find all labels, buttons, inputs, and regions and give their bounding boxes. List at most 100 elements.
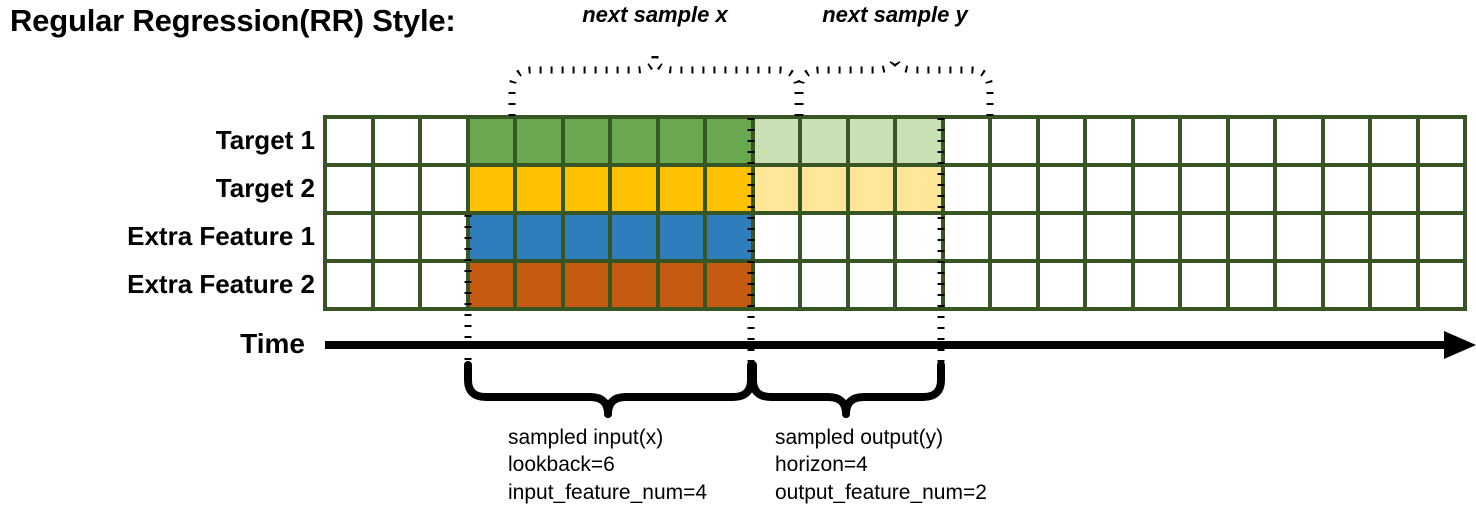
- grid-cell-r4-c3: [422, 263, 466, 307]
- grid-cell-r4-c6: [564, 263, 608, 307]
- row-label-column: Target 1 Target 2 Extra Feature 1 Extra …: [10, 117, 315, 311]
- page-title: Regular Regression(RR) Style:: [10, 3, 456, 38]
- grid-cell-r1-c10: [754, 119, 798, 163]
- grid-cell-r3-c14: [944, 215, 988, 259]
- grid-cell-r4-c19: [1182, 263, 1226, 307]
- next-sample-y-label: next sample y: [822, 2, 968, 27]
- grid-cell-r1-c20: [1229, 119, 1273, 163]
- grid-cell-r3-c3: [422, 215, 466, 259]
- grid-cell-r3-c7: [612, 215, 656, 259]
- row-label-extra-feature-2: Extra Feature 2: [127, 269, 315, 299]
- grid-cell-r3-c12: [849, 215, 893, 259]
- grid-cell-r2-c2: [374, 167, 418, 211]
- grid-cell-r3-c18: [1134, 215, 1178, 259]
- grid-cell-r1-c17: [1087, 119, 1131, 163]
- grid-cell-r3-c6: [564, 215, 608, 259]
- grid-cell-r3-c4: [469, 215, 513, 259]
- grid-cell-r3-c11: [802, 215, 846, 259]
- time-axis-label: Time: [240, 328, 305, 359]
- row-label-extra-feature-1: Extra Feature 1: [127, 221, 315, 251]
- grid-cell-r3-c16: [1039, 215, 1083, 259]
- sampled-input-line-1: sampled input(x): [508, 426, 664, 449]
- grid-cell-r3-c10: [754, 215, 798, 259]
- grid-cell-r2-c18: [1134, 167, 1178, 211]
- grid-cell-r4-c23: [1372, 263, 1416, 307]
- grid-cell-r1-c8: [659, 119, 703, 163]
- grid-cell-r4-c8: [659, 263, 703, 307]
- grid-cell-r2-c10: [754, 167, 798, 211]
- grid-cell-r4-c5: [517, 263, 561, 307]
- grid-cell-r2-c8: [659, 167, 703, 211]
- next-sample-x-label: next sample x: [582, 2, 728, 27]
- grid-cell-r4-c16: [1039, 263, 1083, 307]
- sampled-output-line-2: horizon=4: [775, 453, 868, 477]
- sampled-output-line-3: output_feature_num=2: [775, 480, 987, 504]
- grid-cell-r2-c1: [327, 167, 371, 211]
- grid-cell-r4-c2: [374, 263, 418, 307]
- grid-cell-r2-c19: [1182, 167, 1226, 211]
- time-axis: [325, 331, 1476, 359]
- grid-cell-r3-c23: [1372, 215, 1416, 259]
- grid-cell-r2-c22: [1324, 167, 1368, 211]
- grid-cell-r4-c18: [1134, 263, 1178, 307]
- timeseries-grid: [323, 115, 1467, 311]
- grid-cell-r1-c15: [992, 119, 1036, 163]
- grid-cell-r2-c11: [802, 167, 846, 211]
- grid-cell-r1-c21: [1277, 119, 1321, 163]
- grid-cell-r4-c4: [469, 263, 513, 307]
- grid-cell-r3-c13: [897, 215, 941, 259]
- grid-cell-r4-c10: [754, 263, 798, 307]
- grid-cell-r1-c7: [612, 119, 656, 163]
- grid-cell-r1-c12: [849, 119, 893, 163]
- grid-cell-r2-c7: [612, 167, 656, 211]
- sampled-output-line-1: sampled output(y): [775, 426, 944, 449]
- grid-cell-r2-c4: [469, 167, 513, 211]
- grid-cell-r4-c15: [992, 263, 1036, 307]
- grid-cell-r2-c14: [944, 167, 988, 211]
- grid-cell-r1-c4: [469, 119, 513, 163]
- grid-cell-r3-c1: [327, 215, 371, 259]
- grid-cell-r4-c13: [897, 263, 941, 307]
- grid-cell-r2-c3: [422, 167, 466, 211]
- grid-cell-r4-c20: [1229, 263, 1273, 307]
- grid-cell-r1-c1: [327, 119, 371, 163]
- grid-cell-r3-c21: [1277, 215, 1321, 259]
- grid-cell-r3-c8: [659, 215, 703, 259]
- grid-cell-r4-c17: [1087, 263, 1131, 307]
- grid-cell-r4-c12: [849, 263, 893, 307]
- grid-cell-r4-c1: [327, 263, 371, 307]
- grid-cell-r2-c9: [707, 167, 751, 211]
- grid-cell-r1-c18: [1134, 119, 1178, 163]
- grid-cell-r2-c15: [992, 167, 1036, 211]
- next-sample-x-brace: [508, 55, 802, 116]
- sampled-input-line-2: lookback=6: [508, 453, 615, 477]
- next-sample-y-brace: [796, 55, 994, 116]
- sampled-input-line-3: input_feature_num=4: [508, 480, 708, 504]
- grid-cell-r2-c12: [849, 167, 893, 211]
- grid-cell-r1-c19: [1182, 119, 1226, 163]
- grid-cell-r3-c2: [374, 215, 418, 259]
- grid-cell-r4-c7: [612, 263, 656, 307]
- grid-cell-r2-c16: [1039, 167, 1083, 211]
- grid-cell-r1-c11: [802, 119, 846, 163]
- grid-cell-r4-c22: [1324, 263, 1368, 307]
- grid-cell-r2-c20: [1229, 167, 1273, 211]
- grid-cell-r4-c21: [1277, 263, 1321, 307]
- grid-cell-r2-c6: [564, 167, 608, 211]
- grid-cell-r3-c15: [992, 215, 1036, 259]
- grid-cell-r1-c16: [1039, 119, 1083, 163]
- grid-cell-r4-c9: [707, 263, 751, 307]
- grid-cell-r4-c11: [802, 263, 846, 307]
- grid-cell-r1-c2: [374, 119, 418, 163]
- grid-cell-r1-c14: [944, 119, 988, 163]
- sampled-input-brace: [464, 361, 755, 418]
- grid-cell-r1-c6: [564, 119, 608, 163]
- grid-cell-r3-c20: [1229, 215, 1273, 259]
- grid-cell-r3-c9: [707, 215, 751, 259]
- grid-cell-r4-c14: [944, 263, 988, 307]
- row-label-target-1: Target 1: [215, 125, 315, 155]
- grid-cell-r2-c24: [1419, 167, 1463, 211]
- grid-cell-r1-c22: [1324, 119, 1368, 163]
- sampled-input-caption: sampled input(x) lookback=6 input_featur…: [508, 424, 707, 506]
- row-label-target-2: Target 2: [215, 173, 315, 203]
